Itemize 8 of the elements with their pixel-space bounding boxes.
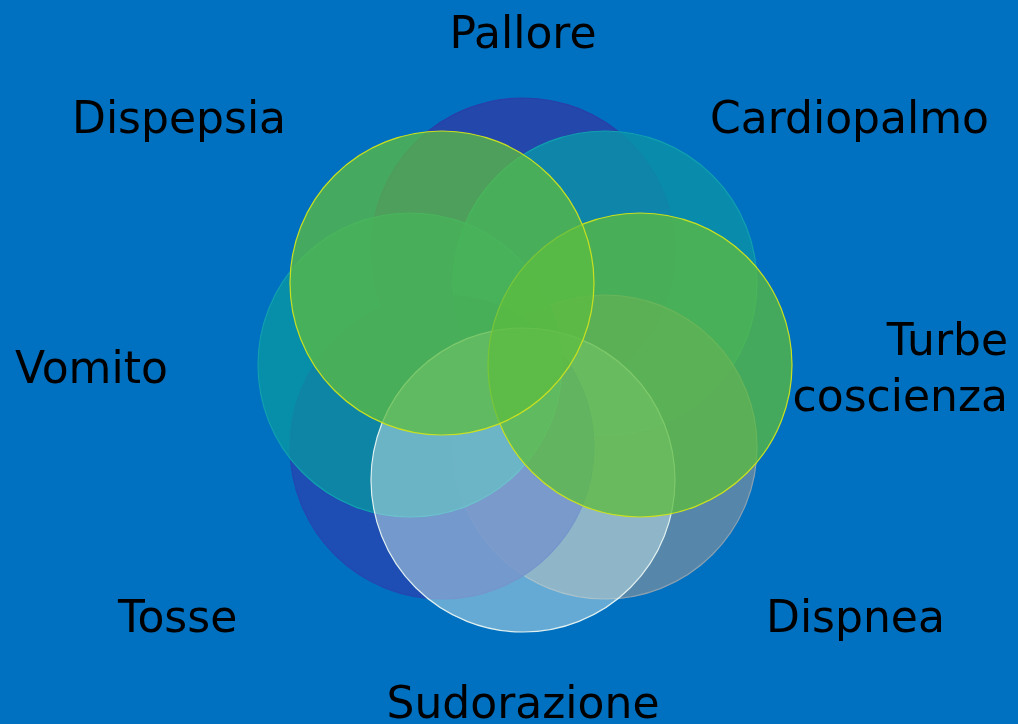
symptom-label: Cardiopalmo <box>710 91 989 145</box>
symptom-label: Vomito <box>15 341 168 395</box>
symptom-label: Turbe coscienza <box>791 313 1008 423</box>
symptom-label: Sudorazione <box>386 676 660 724</box>
symptom-label: Dispnea <box>766 590 945 644</box>
symptom-label: Tosse <box>118 590 238 644</box>
symptom-label: Pallore <box>449 6 597 60</box>
symptom-label: Dispepsia <box>72 91 287 145</box>
